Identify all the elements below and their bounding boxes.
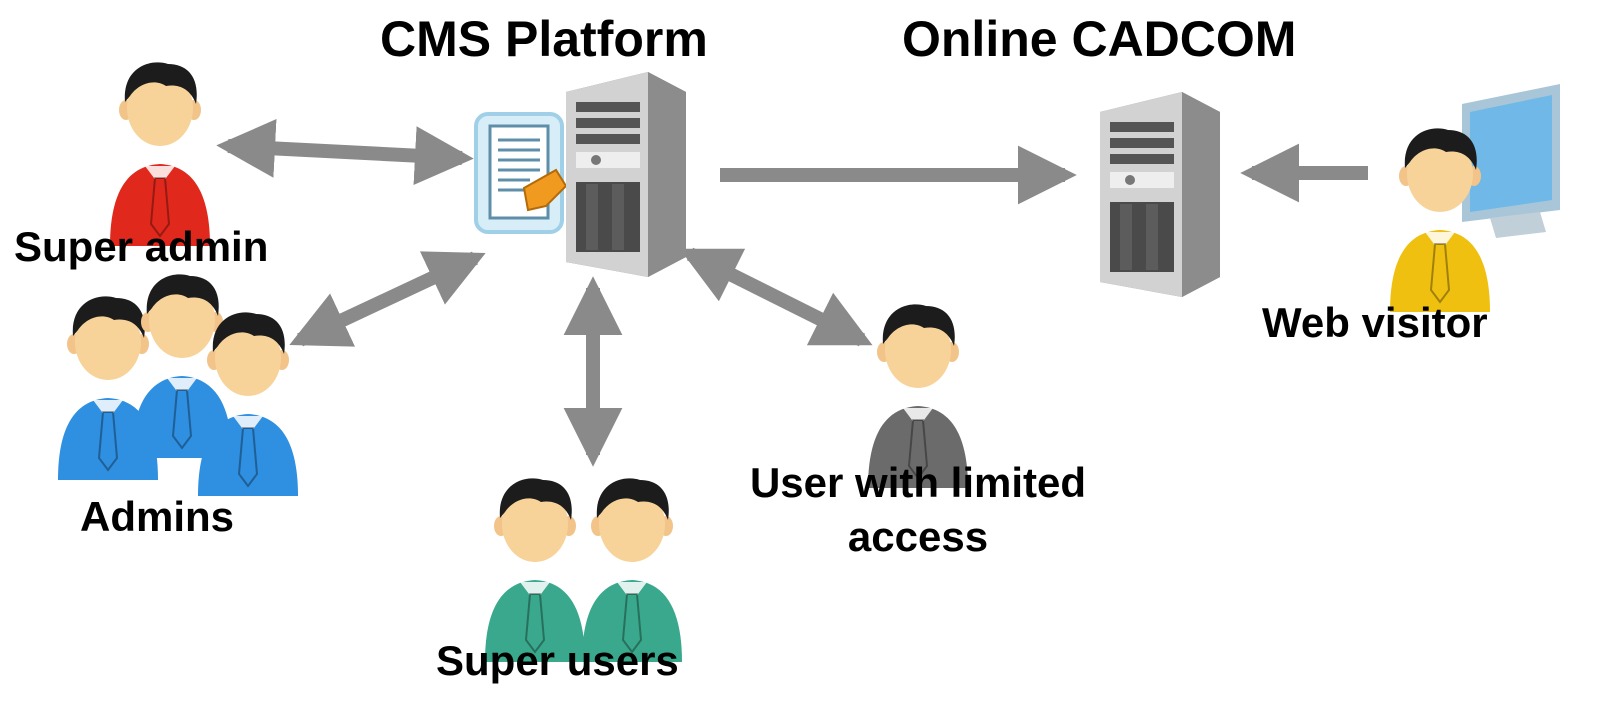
limited-user-label-line1: User with limited bbox=[749, 459, 1087, 506]
arrow-limited-user-cms bbox=[679, 247, 873, 347]
cms-server-icon bbox=[566, 72, 686, 277]
connector-arrows bbox=[216, 119, 1368, 467]
admin-person-icon-1 bbox=[58, 296, 158, 480]
admins-group-icon bbox=[58, 274, 298, 496]
online-cadcom-title: Online CADCOM bbox=[902, 11, 1297, 67]
limited-user-label-line2: access bbox=[847, 513, 989, 560]
cadcom-server-icon bbox=[1100, 92, 1220, 297]
super-user-person-icon-1 bbox=[485, 478, 585, 662]
admin-person-icon-2 bbox=[132, 274, 232, 458]
super-admin-label: Super admin bbox=[14, 223, 269, 270]
cms-platform-title: CMS Platform bbox=[380, 11, 708, 67]
super-users-group-icon bbox=[485, 478, 682, 662]
web-visitor-label: Web visitor bbox=[1262, 299, 1488, 346]
super-user-person-icon-2 bbox=[582, 478, 682, 662]
limited-user-person-icon bbox=[868, 304, 968, 488]
document-edit-icon bbox=[474, 112, 568, 234]
arrow-admins-cms bbox=[289, 251, 486, 347]
web-visitor-person-icon bbox=[1390, 128, 1490, 312]
super-admin-person-icon bbox=[110, 62, 210, 246]
admin-person-icon-3 bbox=[198, 312, 298, 496]
arrow-super-admin-cms bbox=[216, 119, 474, 185]
super-users-label: Super users bbox=[436, 637, 679, 684]
admins-label: Admins bbox=[80, 493, 235, 540]
monitor-icon bbox=[1462, 84, 1560, 238]
